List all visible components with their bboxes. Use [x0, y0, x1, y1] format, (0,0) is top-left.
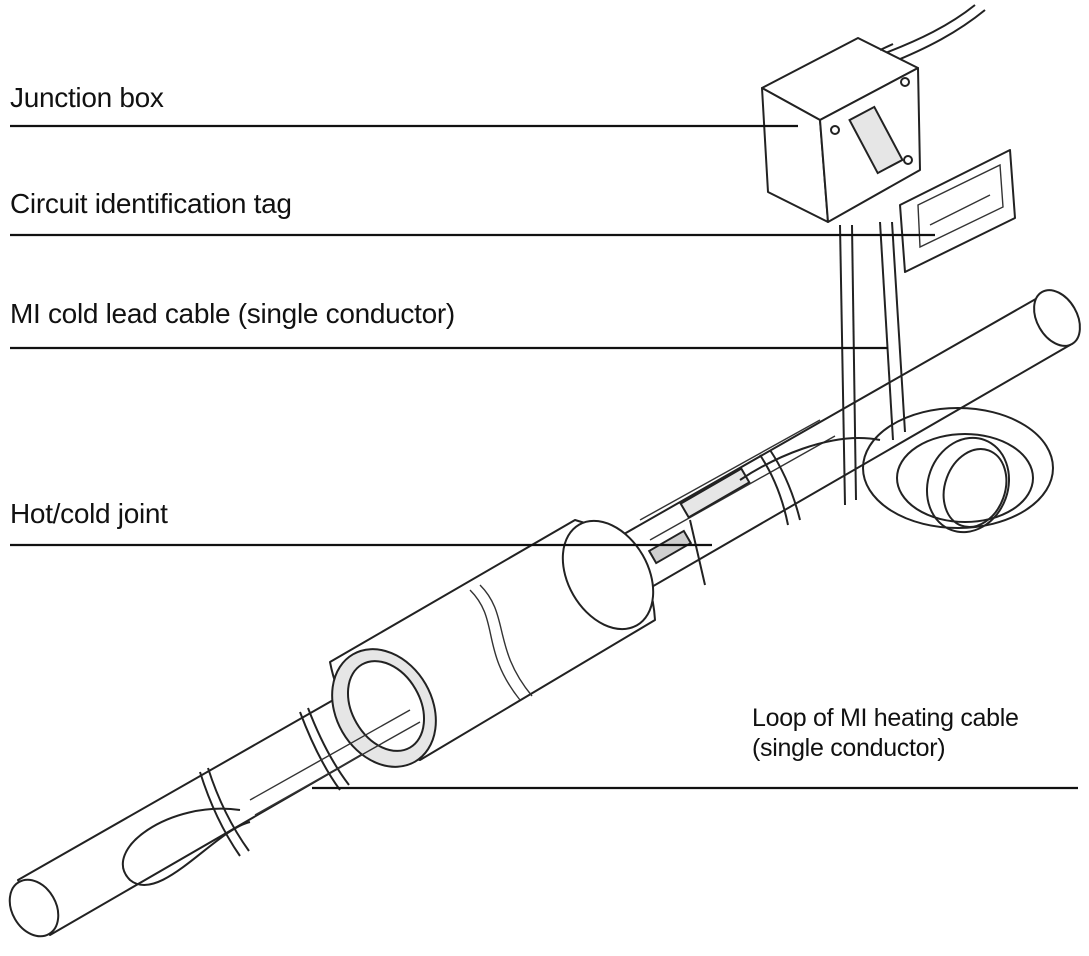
insulation [329, 519, 656, 768]
label-loop-line1: Loop of MI heating cable [752, 704, 1019, 732]
supply-cable [879, 4, 986, 65]
label-loop-line2: (single conductor) [752, 734, 946, 762]
leader-lines [10, 124, 1078, 790]
heating-cable-run [122, 709, 421, 887]
hot-cold-joint-area [639, 419, 836, 586]
label-hot-cold-joint: Hot/cold joint [10, 498, 168, 529]
label-junction-box: Junction box [10, 82, 164, 113]
cold-lead-cables [839, 221, 906, 506]
label-mi-cold-lead-cable: MI cold lead cable (single conductor) [10, 298, 455, 329]
pipe-straps [199, 707, 350, 857]
label-circuit-identification-tag: Circuit identification tag [10, 188, 292, 219]
label-loop-heating-cable: Loop of MI heating cable (single conduct… [752, 703, 1019, 763]
heating-cable-coil [739, 407, 1054, 534]
circuit-tag-shape [899, 149, 1016, 273]
junction-box-shape [761, 37, 921, 223]
